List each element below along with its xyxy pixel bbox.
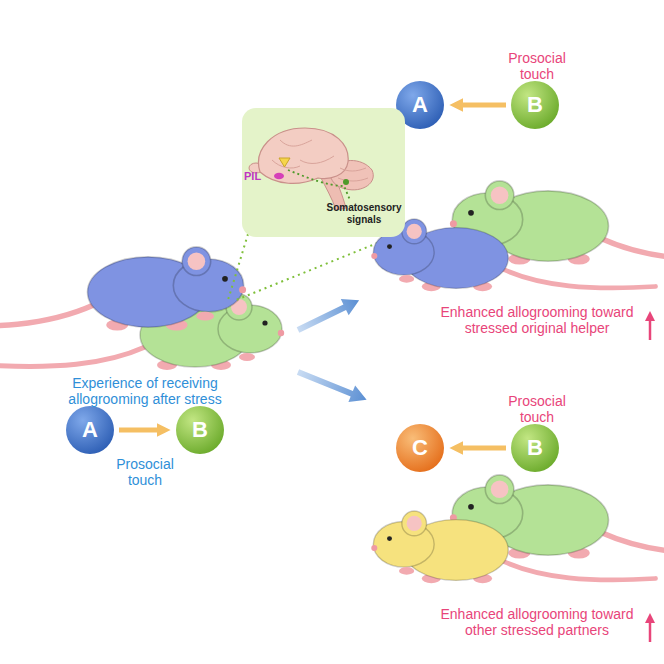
transition-arrow [294, 292, 363, 338]
circle-fill [176, 406, 224, 454]
touch-arrow [455, 446, 506, 451]
increase-arrow [649, 618, 652, 642]
neuron-symbol [279, 158, 290, 167]
transition-arrow [295, 364, 370, 408]
green-mouse [450, 475, 664, 559]
increase-arrow [649, 316, 652, 340]
animal-circle: B [510, 80, 560, 130]
node-letter: B [510, 423, 560, 473]
caption-note: Experience of receiving allogrooming aft… [50, 375, 240, 407]
edge-label: Prosocial touch [105, 456, 185, 488]
caption-note: Enhanced allogrooming toward stressed or… [428, 304, 646, 336]
yellow-mouse [371, 511, 655, 583]
animal-circle: B [510, 423, 560, 473]
node-letter: B [175, 405, 225, 455]
circle-fill [396, 424, 444, 472]
animal-circle: A [65, 405, 115, 455]
signal-path [288, 170, 350, 200]
green-mouse [0, 294, 284, 370]
signal-dot [343, 179, 349, 185]
panel-fill [242, 108, 405, 237]
node-letter: A [395, 80, 445, 130]
node-letter: C [395, 423, 445, 473]
brain-folds [338, 168, 368, 181]
edge-label: Prosocial touch [497, 50, 577, 82]
animal-circle: A [395, 80, 445, 130]
animal-circle: B [175, 405, 225, 455]
region-label: PIL [244, 170, 268, 183]
animal-circle: C [395, 423, 445, 473]
circle-fill [66, 406, 114, 454]
brain-folds [272, 140, 334, 168]
olfactory-bulb [249, 163, 263, 173]
pil-region [274, 173, 284, 179]
brainstem [320, 176, 346, 210]
cerebrum [259, 128, 349, 183]
blue-mouse [371, 219, 655, 291]
dotted-leader [228, 234, 248, 300]
dotted-leader [236, 234, 400, 300]
node-letter: B [510, 80, 560, 130]
touch-arrow [119, 428, 165, 433]
edge-label: Prosocial touch [497, 393, 577, 425]
caption-note: Enhanced allogrooming toward other stres… [428, 606, 646, 638]
touch-arrow [455, 103, 506, 108]
blue-mouse [0, 247, 246, 331]
node-letter: A [65, 405, 115, 455]
cerebellum [330, 160, 373, 189]
signal-label: Somatosensory signals [326, 202, 402, 225]
brain-panel: PIL Somatosensory signals [242, 108, 405, 237]
circle-fill [511, 424, 559, 472]
circle-fill [511, 81, 559, 129]
green-mouse [450, 181, 664, 265]
